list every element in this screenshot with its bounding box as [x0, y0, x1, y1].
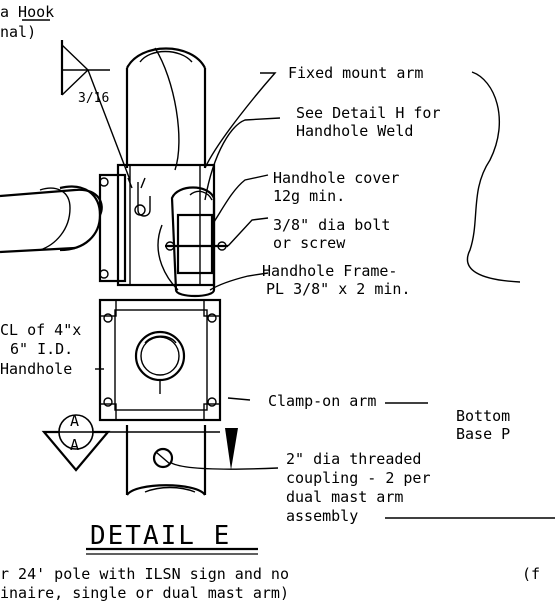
- see-detail-label-1: See Detail H for: [296, 104, 441, 122]
- leader-lines: [22, 19, 555, 519]
- coupling-label-4: assembly: [286, 507, 358, 525]
- right-caption: (f: [522, 565, 540, 583]
- bolt-label-2: or screw: [273, 234, 346, 252]
- see-detail-label-2: Handhole Weld: [296, 122, 413, 140]
- caption-line-1: r 24' pole with ILSN sign and no: [0, 565, 289, 583]
- pole: [125, 47, 207, 496]
- left-arm: [0, 185, 103, 254]
- coupling-label-1: 2" dia threaded: [286, 450, 421, 468]
- weld-symbol: [60, 40, 131, 181]
- clamp-on-arm-label: Clamp-on arm: [268, 392, 376, 410]
- hook-label-2: nal): [0, 23, 36, 41]
- handhole-cover-label-2: 12g min.: [273, 187, 345, 205]
- bottom-label-2: Base P: [456, 425, 510, 443]
- section-letter-top: A: [70, 412, 79, 430]
- frame-label-1: Handhole Frame-: [262, 262, 397, 280]
- frame-label-2: PL 3/8" x 2 min.: [266, 280, 411, 298]
- coupling-label-3: dual mast arm: [286, 488, 403, 506]
- handhole-assembly: [157, 186, 228, 298]
- centerline-label-2: 6" I.D.: [10, 340, 73, 358]
- bottom-label-1: Bottom: [456, 407, 510, 425]
- caption-line-2: inaire, single or dual mast arm): [0, 584, 289, 602]
- section-marker: [41, 414, 238, 472]
- bolt-label-1: 3/8" dia bolt: [273, 216, 390, 234]
- fixed-mount-arm-label: Fixed mount arm: [288, 64, 423, 82]
- weld-fraction: 3/16: [78, 91, 109, 106]
- title-underline: [86, 547, 258, 555]
- section-letter-bottom: A: [70, 436, 79, 454]
- hook-label-1: a Hook: [0, 3, 54, 21]
- centerline-label-3: Handhole: [0, 360, 72, 378]
- clamp-on-block: [98, 298, 222, 422]
- fixed-mount-bracket: [98, 163, 216, 287]
- coupling: [152, 447, 174, 469]
- centerline-label-1: CL of 4"x: [0, 321, 81, 339]
- coupling-label-2: coupling - 2 per: [286, 469, 431, 487]
- detail-title: DETAIL E: [90, 521, 231, 551]
- handhole-cover-label-1: Handhole cover: [273, 169, 399, 187]
